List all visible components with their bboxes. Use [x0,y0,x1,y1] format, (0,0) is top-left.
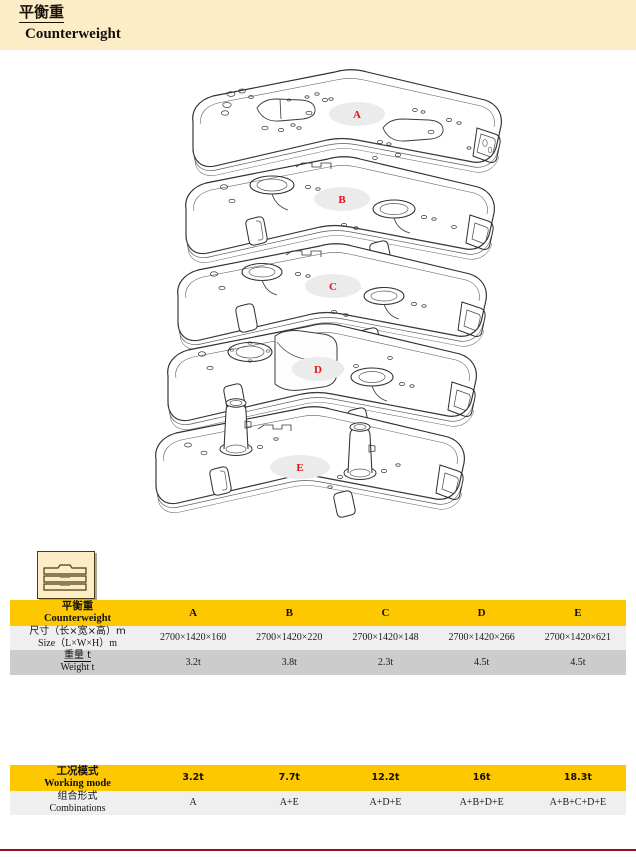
weight-value-d: 4.5t [433,649,530,675]
plate-label-c: C [329,281,337,293]
spec-table-weight-row: 重量 t Weight t 3.2t 3.8t 2.3t 4.5t 4.5t [10,649,626,675]
combination-value-1: A [145,790,242,815]
weight-row-label-en: Weight t [60,662,95,674]
mode-column-5: 18.3t [529,765,626,791]
weight-value-c: 2.3t [337,649,434,675]
page-title-en: Counterweight [25,26,121,42]
mode-column-3: 12.2t [337,765,434,791]
size-value-a: 2700×1420×160 [145,625,242,650]
size-value-c: 2700×1420×148 [337,625,434,650]
combination-value-5: A+B+C+D+E [529,790,626,815]
plate-label-a: A [353,109,361,121]
mode-table-header-row: 工况模式 Working mode 3.2t 7.7t 12.2t 16t 18… [10,765,626,791]
weight-value-e: 4.5t [529,649,626,675]
page-title-cn: 平衡重 [19,3,65,23]
plate-label-bg-b [314,187,370,211]
size-value-b: 2700×1420×220 [241,625,338,650]
counterweight-illustration: A B [0,52,636,542]
plate-label-bg-d [292,357,344,381]
mode-header-label-cn: 工况模式 [56,765,99,777]
spec-column-b: B [241,600,338,626]
weight-value-b: 3.8t [241,649,338,675]
working-mode-table: 工况模式 Working mode 3.2t 7.7t 12.2t 16t 18… [10,765,626,815]
plate-label-b: B [338,194,346,206]
size-value-e: 2700×1420×621 [529,625,626,650]
plate-label-bg-e [270,455,330,479]
spec-column-c: C [337,600,434,626]
mode-header-label-cell: 工况模式 Working mode [10,765,145,791]
size-row-label-cn: 尺寸（长×宽×高）m [29,625,126,637]
stacked-plates-icon [37,551,95,599]
mode-table-combinations-row: 组合形式 Combinations A A+E A+D+E A+B+D+E A+… [10,790,626,815]
weight-row-label-cn: 重量 t [63,649,92,663]
counterweight-plate-a: A [192,69,502,177]
mode-column-2: 7.7t [241,765,338,791]
spec-column-d: D [433,600,530,626]
weight-value-a: 3.2t [145,649,242,675]
spec-column-a: A [145,600,242,626]
size-row-label-cell: 尺寸（长×宽×高）m Size（L×W×H）m [10,625,145,650]
plate-label-bg-a [329,102,385,126]
combinations-row-label-cn: 组合形式 [57,790,98,802]
plate-label-e: E [296,462,303,474]
spec-header-label-en: Counterweight [43,612,112,624]
weight-row-label-cell: 重量 t Weight t [10,649,145,675]
spec-column-e: E [529,600,626,626]
size-value-d: 2700×1420×266 [433,625,530,650]
mode-header-label-en: Working mode [44,777,111,789]
footer-rule [0,849,636,851]
combination-value-4: A+B+D+E [433,790,530,815]
counterweight-plate-e: E [155,398,465,518]
mode-column-4: 16t [433,765,530,791]
page-header-band: 平衡重 Counterweight [0,0,636,50]
combination-value-3: A+D+E [337,790,434,815]
plate-label-bg-c [305,274,361,298]
combinations-row-label-en: Combinations [49,802,106,814]
combinations-row-label-cell: 组合形式 Combinations [10,790,145,815]
combination-value-2: A+E [241,790,338,815]
spec-header-label-cell: 平衡重 Counterweight [10,600,145,626]
counterweight-spec-table: 平衡重 Counterweight A B C D E 尺寸（长×宽×高）m S… [10,600,626,675]
mode-column-1: 3.2t [145,765,242,791]
plate-label-d: D [314,364,322,376]
size-row-label-en: Size（L×W×H）m [37,637,118,649]
spec-table-header-row: 平衡重 Counterweight A B C D E [10,600,626,626]
spec-header-label-cn: 平衡重 [61,600,94,612]
spec-table-size-row: 尺寸（长×宽×高）m Size（L×W×H）m 2700×1420×160 27… [10,625,626,650]
